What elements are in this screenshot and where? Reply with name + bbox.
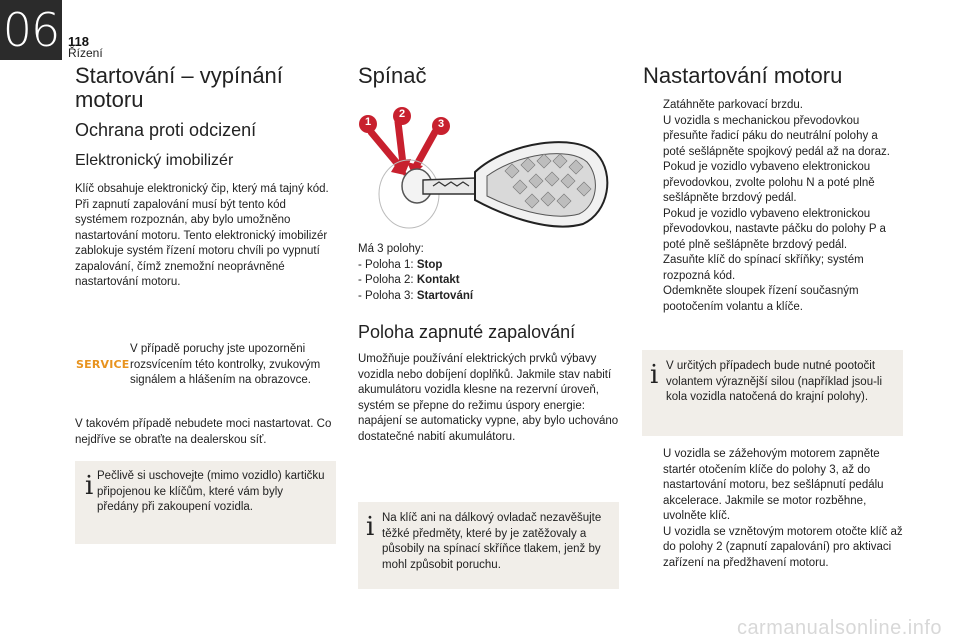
page-number: 118 [68, 34, 89, 49]
marker-2 [393, 107, 411, 125]
positions-list: Má 3 polohy: - Poloha 1: Stop - Poloha 2… [358, 242, 608, 304]
key-switch-svg [359, 107, 609, 229]
ignition-switch-illustration: 1 2 3 [357, 102, 617, 242]
list-item: U vozidla s mechanickou převodovkou přes… [663, 114, 890, 158]
watermark-url: carmanualsonline.info [736, 617, 942, 639]
marker-1-label: 1 [364, 116, 372, 128]
no-start-text: V takovém případě nebudete moci nastarto… [75, 418, 332, 446]
service-warning-icon: SERVICE [76, 355, 129, 373]
column-1: Startování – vypínání motoru [75, 64, 315, 112]
info-icon: i [366, 512, 375, 542]
info-icon: i [85, 471, 94, 501]
ignition-on-title: Poloha zapnuté zapalování [358, 322, 576, 342]
list-item: U vozidla se zážehovým motorem zapněte s… [663, 448, 884, 522]
info-icon: i [650, 360, 659, 390]
marker-3 [432, 117, 450, 135]
positions-intro: Má 3 polohy: [358, 243, 424, 255]
service-warning-text: V případě poruchy jste upozorněni rozsví… [130, 343, 321, 386]
chapter-tab: 06 [0, 0, 62, 60]
section-title-immobiliser: Elektronický imobilizér [75, 152, 234, 169]
note-box-steering: i V určitých případech bude nutné pootoč… [642, 350, 903, 436]
marker-3-label: 3 [437, 118, 445, 130]
page-title: Startování – vypínání motoru [75, 63, 283, 112]
note-box-key: i Na klíč ani na dálkový ovladač nezavěš… [358, 502, 619, 589]
list-item: Pokud je vozidlo vybaveno elektronickou … [663, 161, 875, 204]
note-steering-text: V určitých případech bude nutné pootočit… [666, 360, 883, 403]
note-box-card: i Pečlivě si uschovejte (mimo vozidlo) k… [75, 461, 336, 544]
engine-start-title: Nastartování motoru [643, 63, 843, 88]
position-item: - Poloha 3: Startování [358, 289, 474, 302]
list-item: Zasuňte klíč do spínací skříňky; systém … [663, 254, 864, 282]
section-name: Řízení [68, 46, 103, 60]
note-key-text: Na klíč ani na dálkový ovladač nezavěšuj… [382, 512, 602, 571]
position-item: - Poloha 2: Kontakt [358, 274, 460, 286]
switch-title: Spínač [358, 63, 427, 88]
start-steps-list: Zatáhněte parkovací brzdu. U vozidla s m… [641, 98, 903, 315]
list-item: Pokud je vozidlo vybaveno elektronickou … [663, 207, 886, 251]
list-item: Odemkněte sloupek řízení současným pooto… [663, 285, 859, 313]
chapter-number: 06 [2, 3, 61, 57]
marker-2-label: 2 [398, 108, 406, 120]
start-steps-list-2: U vozidla se zážehovým motorem zapněte s… [641, 447, 903, 571]
position-item: - Poloha 1: Stop [358, 258, 443, 271]
list-item: Zatáhněte parkovací brzdu. [663, 99, 803, 111]
list-item: U vozidla se vznětovým motorem otočte kl… [663, 525, 903, 569]
immobiliser-text: Klíč obsahuje elektronický čip, který má… [75, 183, 329, 288]
marker-1 [359, 115, 377, 133]
note-card-text: Pečlivě si uschovejte (mimo vozidlo) kar… [97, 470, 325, 513]
ignition-on-text: Umožňuje používání elektrických prvků vý… [358, 353, 619, 443]
service-label: SERVICE [76, 358, 130, 371]
section-title-theft: Ochrana proti odcizení [75, 120, 257, 140]
